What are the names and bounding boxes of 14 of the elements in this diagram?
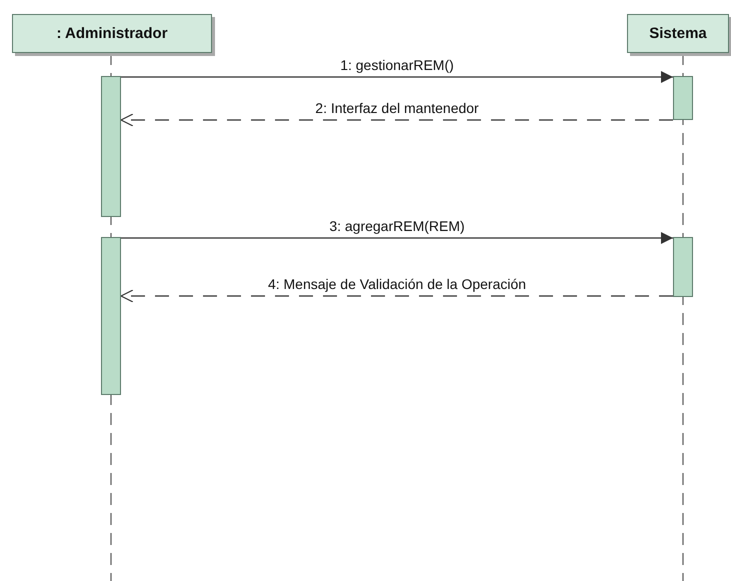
edge-label: 4: Mensaje de Validación de la Operación [268,276,526,292]
lifeline-header: : Administrador [12,14,212,53]
activation-bar [673,76,693,120]
activation-bar [101,237,121,395]
message-arrow [120,289,673,303]
lifeline-header: Sistema [627,14,729,53]
activation-bar [673,237,693,297]
message-arrow [120,113,673,127]
message-arrow [121,232,673,244]
message-arrow [121,71,673,83]
edge-label: 2: Interfaz del mantenedor [315,100,479,116]
edge-label: 3: agregarREM(REM) [329,218,465,234]
activation-bar [101,76,121,217]
edge-label: 1: gestionarREM() [340,57,454,73]
